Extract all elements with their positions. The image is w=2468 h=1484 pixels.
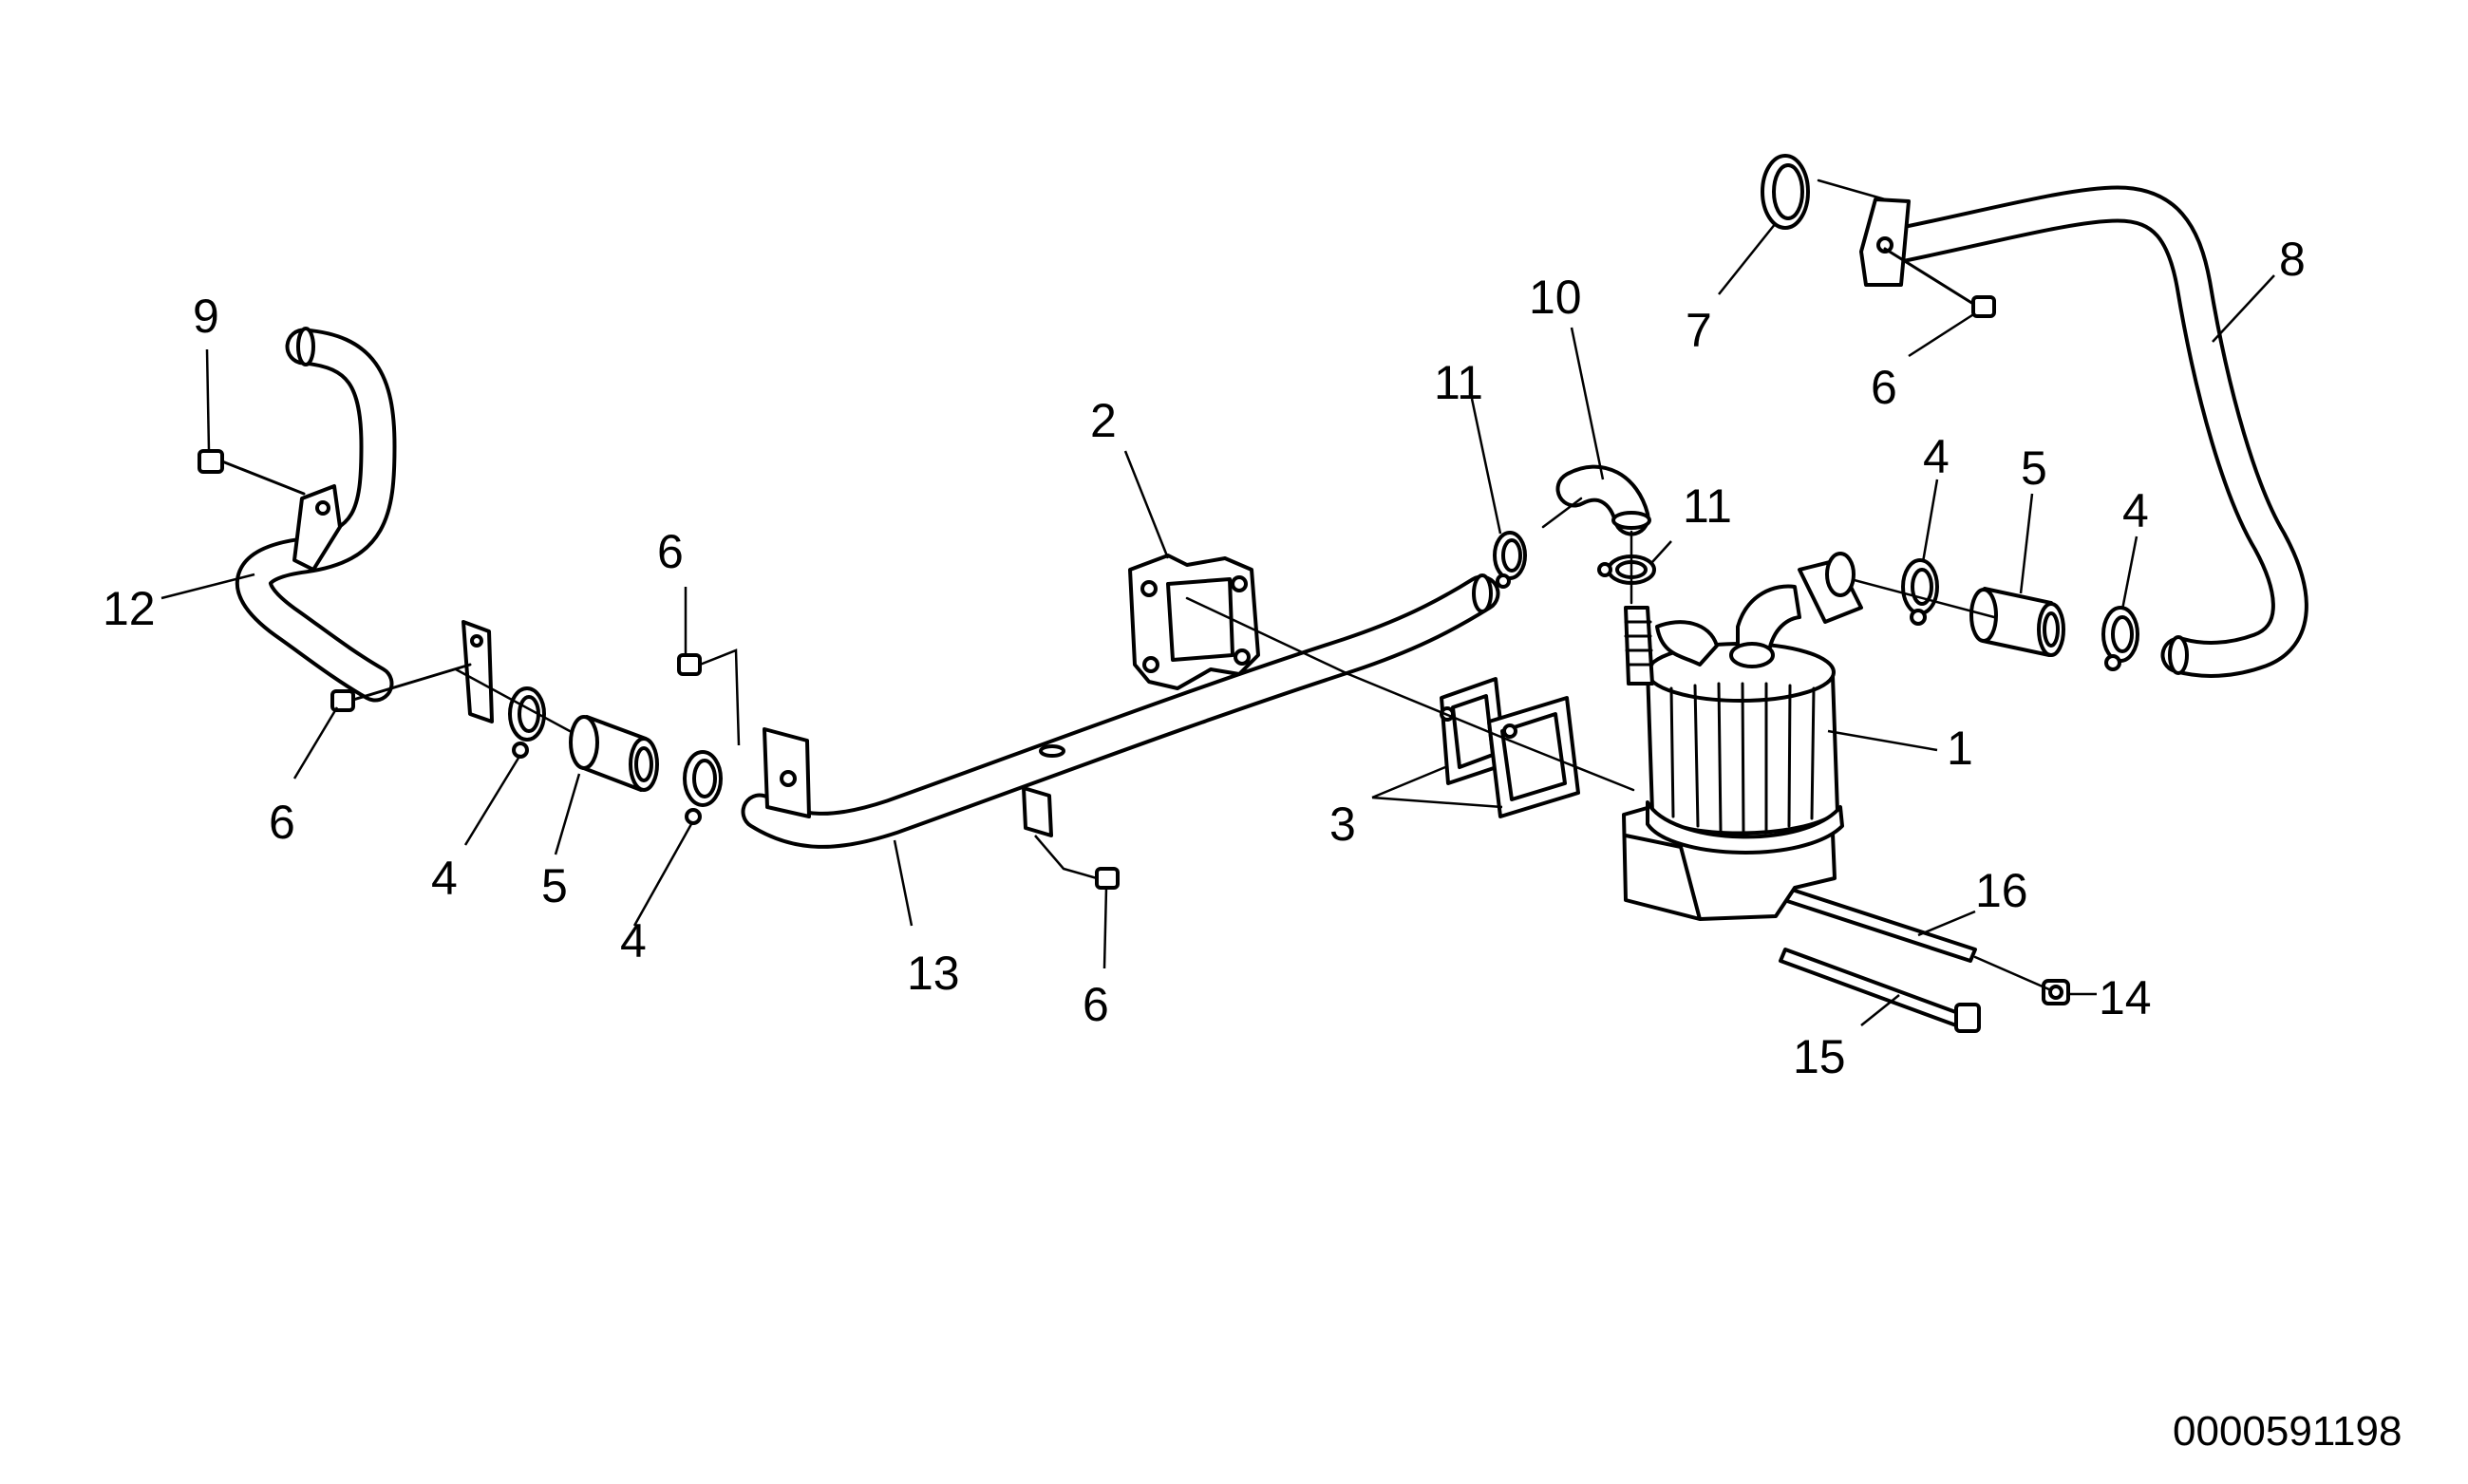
elbow-10: [1555, 464, 1651, 536]
callout-labels: 1 2 3 4 4 4 4 5 5 6 6 6 6 7 8 9 10 11 11…: [103, 233, 2306, 1083]
clamp-4-left: [508, 686, 546, 759]
sleeve-5-right: [1969, 587, 2065, 657]
gasket-3-b: [1487, 696, 1580, 818]
leader-lines: [160, 222, 2275, 1026]
callout-6-mid: 6: [1083, 978, 1109, 1031]
callout-5-left: 5: [541, 859, 568, 912]
assembly-lines: [454, 178, 2053, 992]
bolt-6-left: [330, 663, 472, 712]
nut-14: [2042, 979, 2070, 1005]
callout-10: 10: [1529, 271, 1582, 324]
bolt-6-mid-left: [677, 648, 741, 746]
bolt-15: [1779, 948, 1981, 1033]
callout-8: 8: [2279, 233, 2306, 286]
callout-4-right-b: 4: [2122, 484, 2149, 537]
callout-4-right-a: 4: [1923, 430, 1950, 483]
callout-12: 12: [103, 582, 156, 635]
bolt-6-right: [1883, 247, 1996, 318]
bracket-12: [292, 484, 342, 572]
callout-1: 1: [1947, 722, 1973, 775]
callout-5-right: 5: [2021, 441, 2047, 495]
clamp-4-mid: [683, 750, 723, 825]
pipe-13: [741, 573, 1500, 849]
sleeve-5-left: [569, 715, 659, 792]
bracket-mid-left: [763, 727, 811, 818]
air-pump-1: [1622, 552, 1863, 921]
callout-4-left: 4: [431, 852, 458, 905]
flange-2: [1128, 554, 1260, 690]
callout-6-mid-left: 6: [657, 525, 684, 578]
callout-11-left: 11: [1434, 356, 1483, 409]
callout-4-mid: 4: [620, 914, 647, 967]
clamp-11-left: [1493, 531, 1527, 589]
callout-15: 15: [1793, 1030, 1846, 1083]
pipe-8: [1871, 185, 2308, 678]
callout-6-left: 6: [269, 796, 295, 849]
callout-3: 3: [1329, 798, 1356, 851]
bracket-8: [1859, 197, 1911, 287]
callout-9: 9: [193, 290, 219, 343]
bolt-6-mid: [1034, 835, 1120, 890]
bracket-mid: [1022, 786, 1053, 837]
callout-16: 16: [1975, 864, 2028, 917]
figure-id: 0000591198: [2173, 1408, 2402, 1455]
callout-7: 7: [1686, 304, 1712, 357]
clamp-11-right: [1597, 554, 1656, 585]
callout-13: 13: [907, 947, 960, 1000]
callout-2: 2: [1090, 394, 1117, 447]
callout-11-right: 11: [1683, 479, 1732, 533]
o-ring-7: [1761, 154, 1810, 230]
bracket-left: [462, 620, 494, 723]
callout-14: 14: [2099, 971, 2152, 1024]
clamp-4-right-a: [1901, 558, 1939, 626]
callout-6-right: 6: [1871, 361, 1897, 414]
clamp-4-right-b: [2101, 606, 2139, 671]
bolt-9: [198, 449, 306, 496]
